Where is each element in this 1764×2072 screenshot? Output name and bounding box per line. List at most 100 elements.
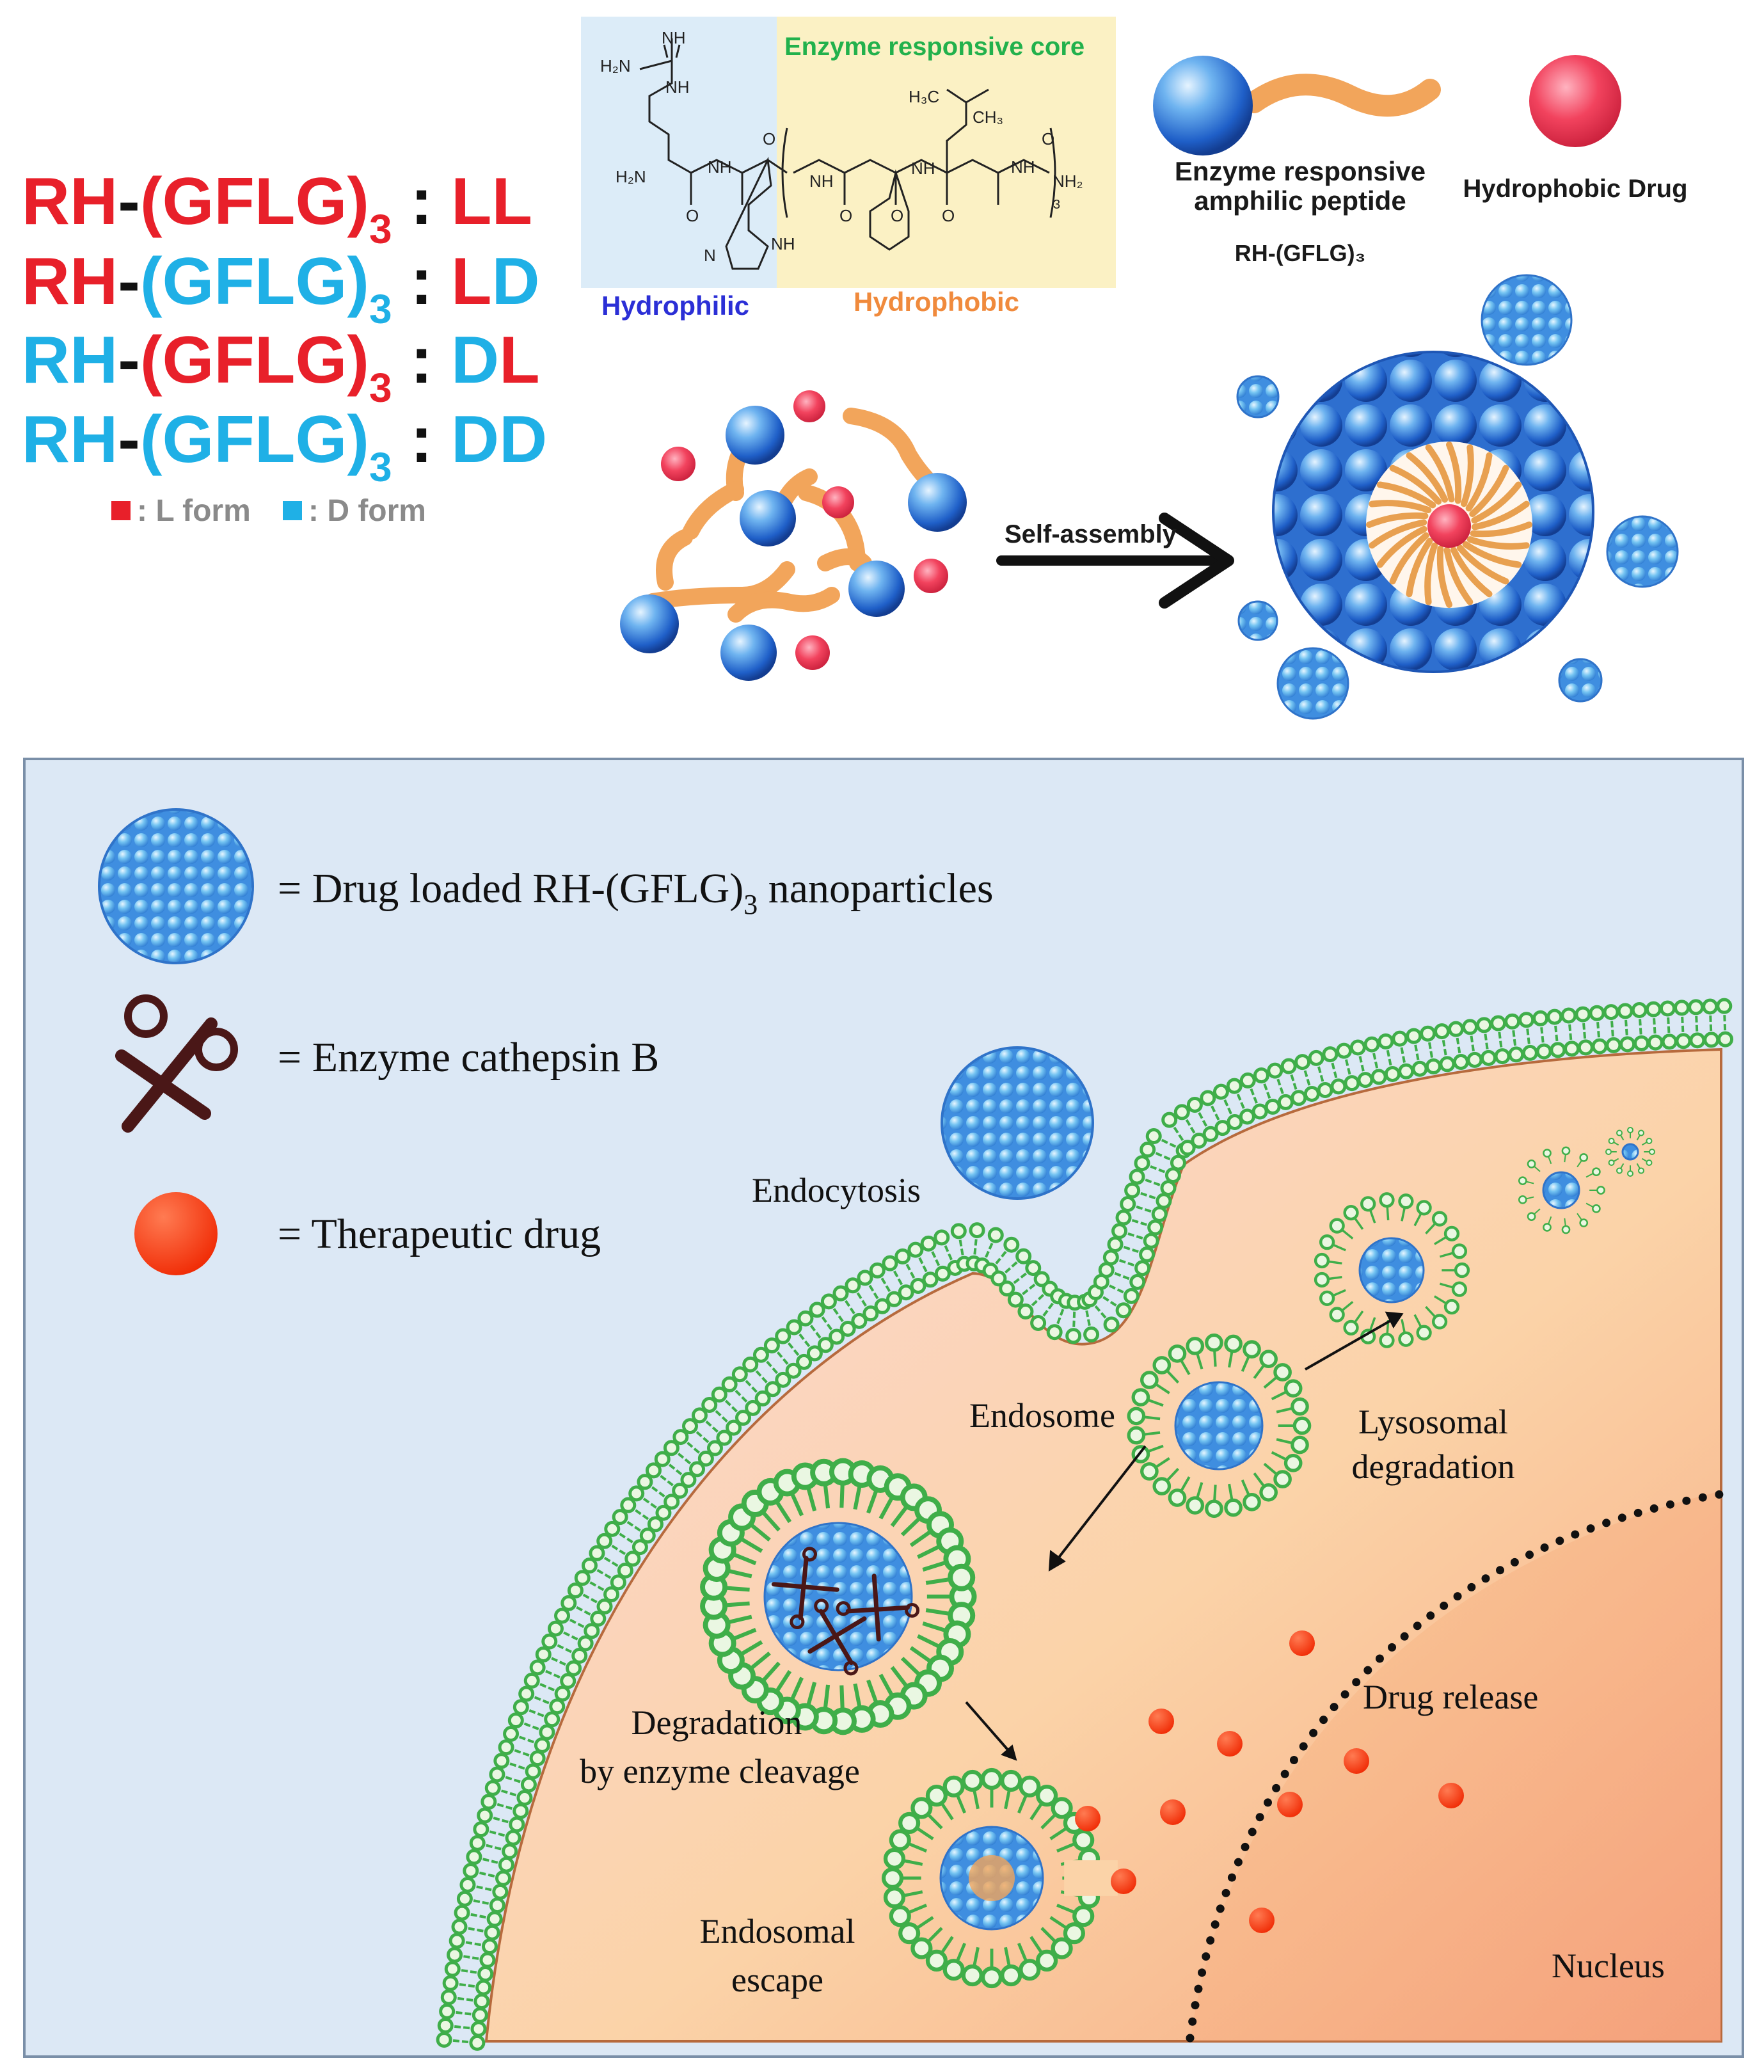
- atom-nh-c: NH: [911, 159, 935, 178]
- label-lysosomal-2: degradation: [1352, 1447, 1515, 1486]
- variant-row: RH-(GFLG)3 : DL: [22, 323, 540, 411]
- peptide-head: [620, 594, 679, 653]
- core-title: Enzyme responsive core: [784, 33, 1085, 61]
- atom-nh2-end: NH₂: [1053, 171, 1083, 191]
- free-drug: [822, 486, 854, 518]
- atom-repeat: 3: [1053, 198, 1060, 212]
- atom-o1: O: [686, 206, 699, 225]
- nanoparticle-legend-icon: [98, 808, 254, 964]
- released-drug: [1277, 1792, 1303, 1817]
- structure-bonds: [639, 38, 1056, 270]
- hydrophilic-region: [581, 17, 777, 288]
- lysosome-vesicle-2: [1518, 1146, 1605, 1234]
- small-nanoparticle: [1606, 515, 1679, 588]
- label-escape-2: escape: [731, 1961, 823, 1999]
- cathepsin-scissors-icon: [771, 1547, 839, 1630]
- small-nanoparticle: [1558, 658, 1603, 703]
- released-drug: [1289, 1630, 1315, 1656]
- label-escape-1: Endosomal: [700, 1912, 855, 1950]
- peptide-icon: [1153, 56, 1441, 155]
- released-drug: [1344, 1748, 1369, 1774]
- cell-labels: Endocytosis Endosome Lysosomal degradati…: [580, 1171, 1665, 1999]
- released-drug: [1438, 1783, 1464, 1808]
- atom-o4: O: [891, 206, 903, 225]
- peptide-label-line1: Enzyme responsive: [1175, 156, 1426, 186]
- endocytosis-nanoparticle: [941, 1046, 1094, 1200]
- free-peptides-and-drugs: [620, 390, 967, 681]
- peptide-tail: [683, 481, 744, 539]
- label-drug-release: Drug release: [1363, 1678, 1538, 1716]
- atom-nh-top: NH: [662, 28, 686, 47]
- peptide-tail: [817, 548, 872, 571]
- micelle-drug-core: [1427, 504, 1471, 548]
- small-nanoparticle: [1481, 274, 1573, 366]
- peptide-tail: [644, 561, 795, 610]
- free-drug: [795, 635, 830, 670]
- cathepsin-scissors-icon: [807, 1598, 867, 1676]
- structure-atom-labels: NH H₂N NH H₂N NH NH NH NH NH N O O O O O…: [600, 28, 1083, 265]
- atom-nh-a: NH: [708, 157, 732, 177]
- atom-ch3: CH₃: [973, 108, 1003, 127]
- small-nanoparticle: [1276, 647, 1349, 720]
- released-drug: [1160, 1799, 1186, 1825]
- lysosome-vesicle-3: [1605, 1127, 1655, 1177]
- variant-row: RH-(GFLG)3 : DD: [22, 402, 547, 490]
- legend: = Drug loaded RH-(GFLG)3 nanoparticles =…: [98, 808, 994, 1275]
- hydrophobic-drug-label: Hydrophobic Drug: [1463, 175, 1687, 203]
- label-endosome: Endosome: [969, 1396, 1115, 1435]
- atom-h2n-left: H₂N: [616, 167, 646, 186]
- atom-h3c: H₃C: [909, 87, 939, 106]
- atom-n-ring: N: [704, 246, 716, 265]
- atom-o3: O: [839, 206, 852, 225]
- variant-row: RH-(GFLG)3 : LD: [22, 244, 540, 332]
- hydrophilic-label: Hydrophilic: [601, 291, 749, 321]
- atom-h2n-top: H₂N: [600, 56, 631, 76]
- free-drug: [914, 559, 948, 593]
- released-drug: [1217, 1731, 1243, 1757]
- process-arrows: [965, 1311, 1404, 1761]
- cell-membrane: [436, 998, 1734, 2051]
- released-drugs: [1075, 1630, 1464, 1933]
- self-assembly-label: Self-assembly: [1005, 520, 1177, 548]
- lysosome-vesicle-1: [1314, 1192, 1470, 1348]
- released-drug: [1111, 1869, 1136, 1894]
- nuclear-boundary: [1186, 1490, 1724, 2043]
- hydrophobic-drug-icon: [1529, 55, 1621, 147]
- released-drug: [1148, 1709, 1174, 1734]
- free-drug: [793, 390, 825, 422]
- label-degradation-2: by enzyme cleavage: [580, 1752, 860, 1790]
- chemical-structure: Enzyme responsive core Hydrophilic Hydro…: [581, 17, 1116, 321]
- d-form-swatch: [283, 501, 302, 520]
- vesicles: [700, 1127, 1655, 1989]
- drug-legend-icon: [134, 1192, 218, 1275]
- enzyme-cleavage-vesicle: [700, 1458, 977, 1735]
- form-legend: : L form : D form: [111, 494, 426, 528]
- self-assembly-arrow: Self-assembly: [996, 513, 1234, 609]
- free-drug: [661, 447, 695, 481]
- peptide-head: [848, 561, 905, 617]
- label-lysosomal-1: Lysosomal: [1358, 1403, 1508, 1441]
- nanoparticle-legend-label: = Drug loaded RH-(GFLG)3 nanoparticles: [278, 865, 994, 920]
- atom-nh-b: NH: [809, 171, 834, 191]
- drug-legend-label: = Therapeutic drug: [278, 1211, 601, 1257]
- nucleus-region: [1190, 1491, 1721, 2041]
- small-nanoparticles: [1236, 274, 1679, 720]
- atom-nh-2: NH: [665, 77, 690, 97]
- label-nucleus: Nucleus: [1552, 1947, 1665, 1985]
- cathepsin-scissors-icon: [836, 1574, 920, 1642]
- peptide-label-line2: amphilic peptide: [1194, 186, 1406, 216]
- atom-nh-d: NH: [1011, 157, 1035, 177]
- l-form-label: : L form: [137, 494, 251, 528]
- peptide-head: [720, 625, 777, 681]
- released-drug: [1249, 1908, 1275, 1933]
- label-degradation-1: Degradation: [632, 1703, 802, 1742]
- atom-o5: O: [942, 206, 955, 225]
- peptide-head: [726, 406, 784, 465]
- enzyme-legend-label: = Enzyme cathepsin B: [278, 1034, 659, 1081]
- small-nanoparticle: [1237, 600, 1278, 641]
- peptide-tail: [798, 484, 866, 571]
- endosome-vesicle: [1127, 1333, 1312, 1518]
- variant-row: RH-(GFLG)3 : LL: [22, 164, 532, 252]
